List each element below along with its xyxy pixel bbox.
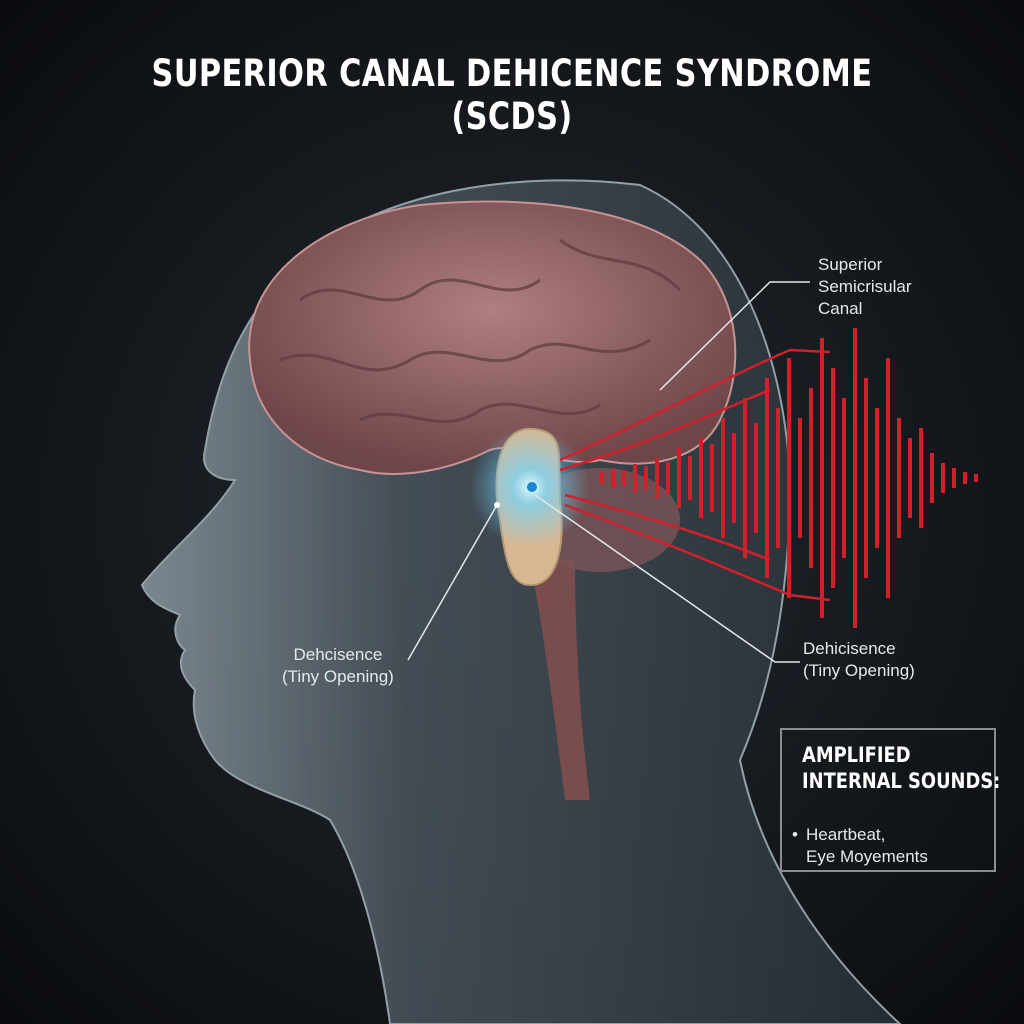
- brain-folds: [279, 238, 682, 424]
- waveform-bar: [787, 358, 791, 598]
- brain: [248, 200, 737, 475]
- title-line: AMPLIFIED: [802, 743, 911, 767]
- list-item: Heartbeat,: [806, 825, 886, 844]
- waveform-bar: [820, 338, 824, 618]
- waveform-bar: [633, 464, 637, 492]
- waveform-bar: [831, 368, 835, 588]
- label-dehiscence-left: Dehcisence (Tiny Opening): [282, 644, 394, 688]
- waveform-bar: [600, 472, 604, 484]
- leader-lines: [407, 281, 810, 663]
- waveform-bar: [721, 418, 725, 538]
- waveform-bar: [666, 462, 670, 494]
- list-item: Eye Moyements: [806, 847, 928, 866]
- label-dehiscence-right: Dehicisence (Tiny Opening): [803, 638, 915, 682]
- label-superior-canal: Superior Semicrisular Canal: [818, 254, 912, 320]
- waveform-bar: [699, 438, 703, 518]
- title-line: INTERNAL SOUNDS:: [802, 769, 1001, 793]
- waveform-bar: [732, 433, 736, 523]
- sound-rays: [559, 348, 831, 602]
- waveform-bar: [644, 466, 648, 490]
- label-line: Superior: [818, 255, 883, 274]
- waveform-bar: [842, 398, 846, 558]
- label-line: Dehcisence: [293, 645, 383, 664]
- info-box-list: • Heartbeat, Eye Moyements: [792, 824, 928, 868]
- waveform-bar: [710, 444, 714, 512]
- waveform-bar: [941, 463, 945, 493]
- waveform-bar: [930, 453, 934, 503]
- label-line: (Tiny Opening): [282, 667, 394, 686]
- waveform-bar: [622, 470, 626, 486]
- waveform-bar: [886, 358, 890, 598]
- waveform-bar: [864, 378, 868, 578]
- info-box-title: AMPLIFIED INTERNAL SOUNDS:: [802, 742, 1000, 794]
- waveform-bar: [655, 458, 659, 498]
- label-line: Semicrisular: [818, 277, 912, 296]
- waveform-bar: [743, 398, 747, 558]
- waveform-bar: [974, 474, 978, 482]
- waveform-bar: [875, 408, 879, 548]
- waveform: [600, 328, 978, 628]
- info-box: AMPLIFIED INTERNAL SOUNDS: • Heartbeat, E…: [780, 728, 1000, 872]
- waveform-bar: [798, 418, 802, 538]
- bullet: •: [792, 825, 798, 844]
- waveform-bar: [963, 472, 967, 484]
- waveform-bar: [809, 388, 813, 568]
- waveform-bar: [919, 428, 923, 528]
- waveform-bar: [908, 438, 912, 518]
- neck-spine: [530, 560, 590, 800]
- label-line: Dehicisence: [803, 639, 896, 658]
- waveform-bar: [952, 468, 956, 488]
- waveform-bar: [776, 408, 780, 548]
- waveform-bar: [754, 423, 758, 533]
- waveform-bar: [853, 328, 857, 628]
- dehiscence-point: [525, 480, 539, 494]
- waveform-bar: [677, 448, 681, 508]
- waveform-bar: [765, 378, 769, 578]
- label-line: (Tiny Opening): [803, 661, 915, 680]
- waveform-bar: [897, 418, 901, 538]
- waveform-bar: [688, 456, 692, 500]
- waveform-bar: [611, 468, 615, 488]
- pointer-dot: [494, 502, 500, 508]
- page-title: SUPERIOR CANAL DEHICENCE SYNDROME (SCDS): [151, 52, 873, 138]
- label-line: Canal: [818, 299, 863, 318]
